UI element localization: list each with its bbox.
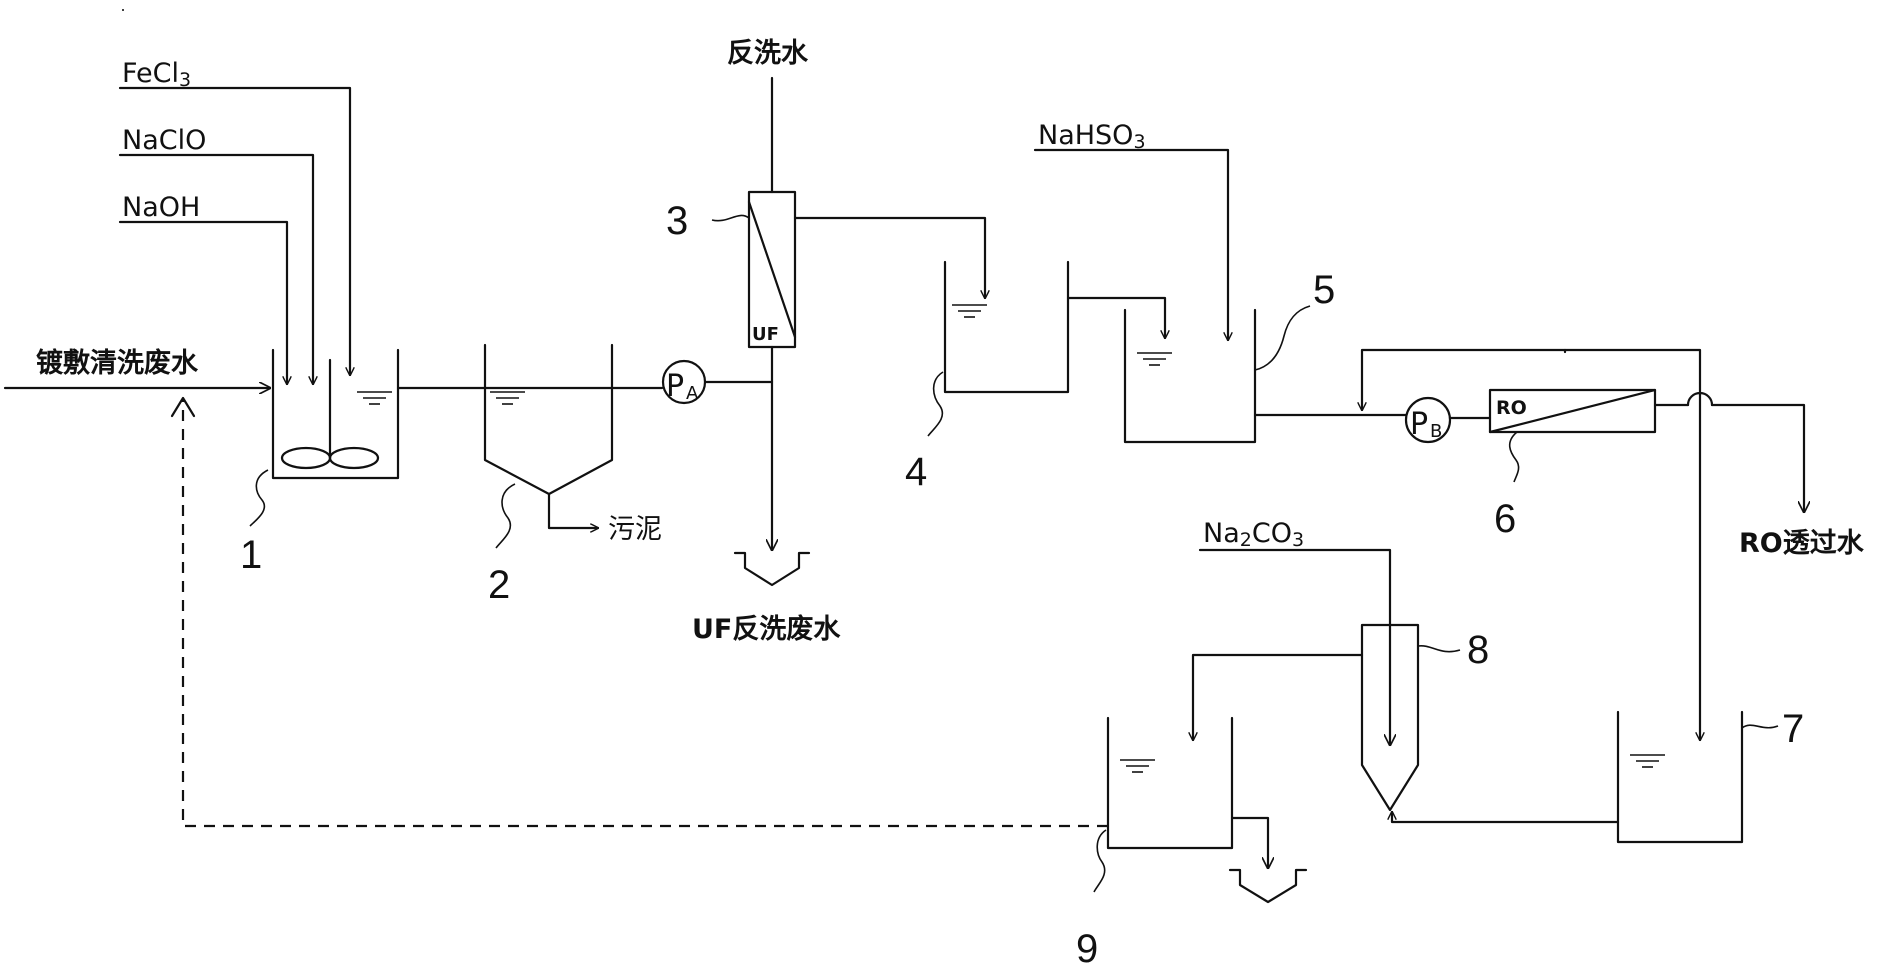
- unit-5-number: 5: [1313, 268, 1335, 312]
- fecl3-label: FeCl3: [122, 58, 191, 91]
- unit-8-number: 8: [1467, 628, 1489, 672]
- uf-drain: [733, 551, 811, 587]
- unit-6-number: 6: [1494, 497, 1516, 541]
- na2co3-feed-line: [1198, 548, 1390, 745]
- svg-text:A: A: [686, 383, 699, 404]
- recycle-arrowhead: [170, 396, 196, 418]
- ro-module-6: RO: [1488, 388, 1657, 483]
- unit-9-number: 9: [1076, 927, 1098, 971]
- unit-1-number: 1: [240, 533, 262, 577]
- ro-permeate-label: RO透过水: [1739, 528, 1865, 559]
- uf-backwash-waste-label: UF反洗废水: [692, 613, 841, 645]
- ro-recirculation-line: [1362, 348, 1567, 412]
- feed-label: 镀敷清洗废水: [36, 347, 199, 379]
- recycle-line: [181, 400, 1108, 828]
- pipe-9-drain: [1230, 816, 1268, 868]
- svg-text:P: P: [666, 369, 684, 404]
- nahso3-label: NaHSO3: [1038, 120, 1146, 153]
- unit-7-number: 7: [1782, 707, 1804, 751]
- naclo-label: NaClO: [122, 125, 206, 156]
- pipe-8-9: [1193, 653, 1364, 742]
- uf-module-3: UF: [711, 190, 797, 349]
- sludge-label: 污泥: [608, 514, 662, 545]
- naoh-label: NaOH: [122, 192, 200, 223]
- tank-5: [1123, 305, 1311, 444]
- pipe-crossover: [1686, 391, 1714, 407]
- tank-4: [927, 260, 1070, 437]
- ro-concentrate-loop: [1563, 348, 1702, 397]
- backwash-water-label: 反洗水: [727, 38, 809, 69]
- pipe-7-8: [1392, 810, 1620, 824]
- svg-text:RO: RO: [1496, 397, 1527, 419]
- svg-text:B: B: [1430, 421, 1442, 442]
- tank-9: [1093, 716, 1234, 893]
- pump-pa: P A: [661, 359, 707, 405]
- tank-9-drain: [1228, 868, 1308, 904]
- chemical-feed-lines: [118, 86, 350, 386]
- settler-8: [1360, 623, 1461, 812]
- unit-4-number: 4: [905, 450, 927, 494]
- svg-text:UF: UF: [752, 324, 779, 345]
- svg-text:P: P: [1410, 407, 1428, 442]
- ro-permeate-line: [1710, 403, 1804, 512]
- pipe-uf-4: [793, 216, 985, 300]
- pipe-4-5: [1066, 296, 1165, 340]
- unit-3-number: 3: [666, 199, 688, 243]
- pump-pb: P B: [1404, 396, 1452, 444]
- tank-7: [1616, 710, 1779, 844]
- reaction-tank-1: [249, 348, 400, 527]
- unit-2-number: 2: [488, 563, 510, 607]
- na2co3-label: Na2CO3: [1203, 518, 1304, 551]
- settling-tank-2: [483, 343, 614, 549]
- nahso3-feed-line: [1033, 148, 1228, 342]
